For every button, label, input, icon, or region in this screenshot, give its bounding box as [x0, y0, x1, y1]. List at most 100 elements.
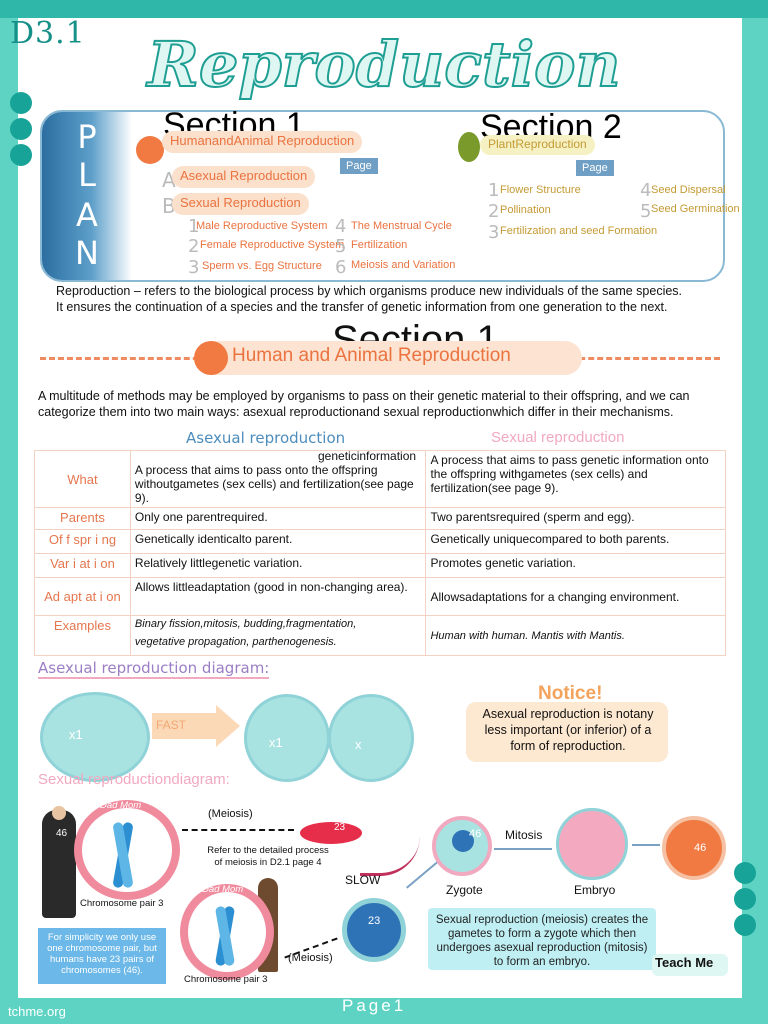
table-row: Of f spr i ng Genetically identicalto pa… — [34, 529, 726, 554]
subitem-pollination[interactable]: Pollination — [500, 204, 551, 216]
deco-dot — [734, 914, 756, 936]
cell-label: x1 — [69, 727, 83, 742]
asexual-cell: A process that aims to pass onto the off… — [129, 450, 427, 508]
subitem-number: 2 — [488, 201, 500, 222]
document-id: D3.1 — [10, 16, 86, 51]
sexual-cell: Promotes genetic variation. — [425, 553, 726, 578]
sexual-cell: Two parentsrequired (sperm and egg). — [425, 507, 726, 530]
seed-icon — [458, 132, 480, 162]
section1-intro1: A multitude of methods may be employed b… — [38, 389, 690, 403]
subitem-number: 5 — [335, 236, 347, 257]
col-sexual-heading: Sexual reproduction — [491, 429, 625, 446]
fast-arrow — [152, 713, 216, 739]
subitem-flower-structure[interactable]: Flower Structure — [500, 184, 581, 196]
row-label: Parents — [34, 507, 131, 530]
zygote-count: 46 — [469, 828, 482, 840]
embryo-count: 46 — [694, 842, 707, 854]
subitem-sperm-egg[interactable]: Sperm vs. Egg Structure — [202, 260, 322, 272]
cell-label: x — [355, 737, 362, 752]
subitem-seed-germination[interactable]: Seed Germination — [651, 203, 740, 215]
table-row: Ad apt at i on Allows littleadaptation (… — [34, 577, 726, 616]
subitem-seed-dispersal[interactable]: Seed Dispersal — [651, 184, 726, 196]
meiosis-label: (Meiosis) — [208, 808, 253, 820]
deco-dot — [734, 862, 756, 884]
definition-line2: It ensures the continuation of a species… — [56, 300, 668, 314]
notice-title: Notice! — [538, 683, 603, 704]
simplicity-note: For simplicity we only use one chromosom… — [38, 928, 166, 984]
embryo-icon — [194, 341, 228, 375]
plan-letter: P — [77, 118, 97, 156]
sperm-tail — [360, 836, 420, 876]
subitem-number: 1 — [488, 180, 500, 201]
plan-sidebar: P L A N — [42, 112, 132, 280]
brand-logo[interactable]: Teach Me — [655, 955, 714, 970]
zygote-nucleus — [452, 830, 474, 852]
mitosis-arrow — [494, 848, 552, 850]
asexual-diagram-title: Asexual reproduction diagram: — [38, 659, 270, 679]
examples-line2: vegetative propagation, parthenogenesis. — [134, 636, 337, 648]
table-row: Parents Only one parentrequired. Two par… — [34, 507, 726, 530]
col-asexual-heading: Asexual reproduction — [186, 429, 346, 447]
asexual-cell: Binary fission,mitosis, budding,fragment… — [129, 615, 427, 656]
footer-site[interactable]: tchme.org — [8, 1004, 66, 1019]
section1-banner-text: Human and Animal Reproduction — [232, 345, 511, 366]
embryo-arrow — [632, 844, 660, 846]
subitem-number: 3 — [488, 222, 500, 243]
plan-letter: A — [76, 196, 98, 234]
examples-line1: Binary fission,mitosis, budding,fragment… — [134, 618, 357, 630]
subitem-number: 4 — [335, 216, 347, 237]
chromosome-label: Chromosome pair 3 — [80, 898, 164, 909]
footer-page: Page1 — [342, 996, 407, 1015]
definition-line1: Reproduction – refers to the biological … — [56, 284, 683, 298]
mitosis-label: Mitosis — [505, 828, 543, 842]
sperm-count: 23 — [334, 822, 346, 833]
plan-section2-pill[interactable]: PlantReproduction — [480, 135, 595, 155]
asexual-cell: Relatively littlegenetic variation. — [129, 553, 427, 578]
sexual-cell: Genetically uniquecompared to both paren… — [425, 529, 726, 554]
dad-count: 46 — [56, 828, 68, 839]
zygote-label: Zygote — [446, 883, 483, 897]
plan-item-asexual[interactable]: Asexual Reproduction — [172, 166, 316, 188]
asexual-cell: Allows littleadaptation (good in non-cha… — [129, 577, 427, 616]
row-label: Examples — [34, 615, 131, 656]
sexual-cell: Human with human. Mantis with Mantis. — [425, 615, 726, 656]
subitem-meiosis[interactable]: Meiosis and Variation — [351, 259, 456, 271]
arrow-head — [216, 705, 240, 747]
page-tag[interactable]: Page — [576, 160, 614, 176]
top-border — [0, 0, 768, 18]
dashed-arrow — [182, 829, 294, 831]
notice-text: Asexual reproduction is notany less impo… — [482, 707, 654, 753]
subitem-female-reproductive[interactable]: Female Reproductive System — [200, 239, 345, 251]
plan-item-sexual[interactable]: Sexual Reproduction — [172, 193, 309, 215]
chromosome-label: Chromosome pair 3 — [184, 974, 268, 985]
subitem-number: 6 — [335, 257, 347, 278]
subitem-seed-formation[interactable]: Fertilization and seed Formation — [500, 225, 658, 237]
cell-label: x1 — [269, 735, 283, 750]
refer-text: Refer to the detailed process of meiosis… — [207, 845, 329, 868]
embryo-cluster — [556, 808, 628, 880]
subitem-menstrual[interactable]: The Menstrual Cycle — [351, 220, 452, 232]
subitem-number: 1 — [188, 216, 200, 237]
brand-badge — [652, 954, 728, 976]
subitem-number: 3 — [188, 257, 200, 278]
summary-box: Sexual reproduction (meiosis) creates th… — [428, 908, 656, 970]
row-label: What — [34, 450, 131, 508]
subitem-number: 2 — [188, 236, 200, 257]
deco-dot — [734, 888, 756, 910]
deco-dot — [10, 118, 32, 140]
subitem-fertilization[interactable]: Fertilization — [351, 239, 408, 251]
subitem-male-reproductive[interactable]: Male Reproductive System — [196, 220, 328, 232]
sperm-cell — [300, 822, 362, 844]
embryo-icon — [136, 136, 164, 164]
plan-section1-pill[interactable]: HumanandAnimal Reproduction — [162, 131, 363, 153]
dad-head — [52, 806, 66, 820]
page-tag[interactable]: Page — [340, 158, 378, 174]
meiosis-label: (Meiosis) — [288, 952, 333, 964]
sexual-diagram-title: Sexual reproductiondiagram: — [38, 771, 230, 788]
row-label: Of f spr i ng — [34, 529, 131, 554]
plan-letter: L — [78, 156, 96, 194]
subitem-number: 4 — [640, 180, 652, 201]
table-row: Examples Binary fission,mitosis, budding… — [34, 615, 726, 656]
embryo-label: Embryo — [574, 883, 616, 897]
egg-count: 23 — [368, 915, 381, 927]
